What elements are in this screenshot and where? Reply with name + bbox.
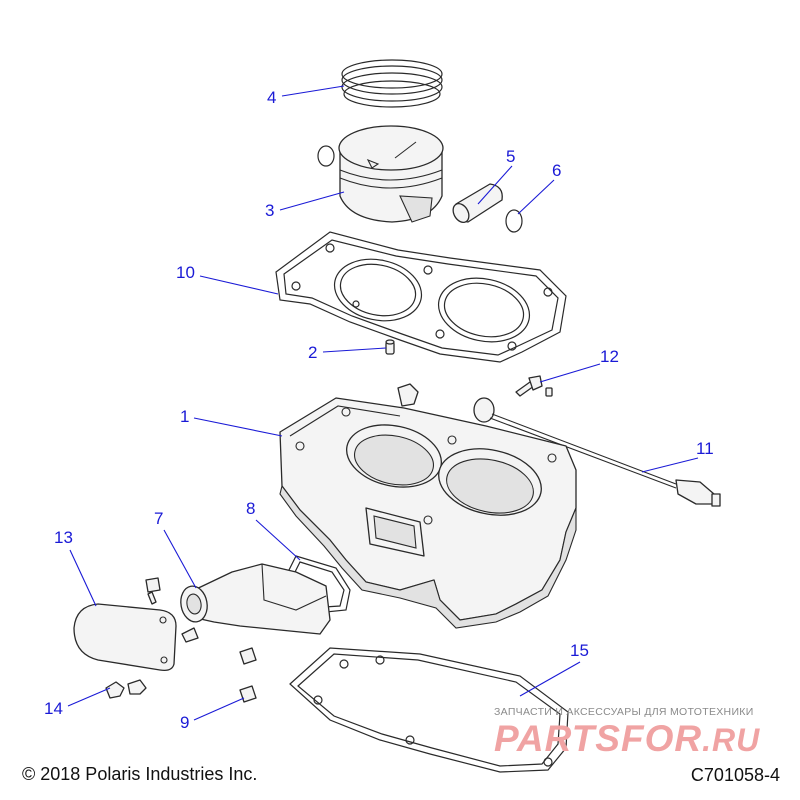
pin-circlip <box>505 209 523 233</box>
callout-2: 2 <box>308 343 387 362</box>
callout-3: 3 <box>265 191 345 220</box>
svg-text:7: 7 <box>154 509 163 528</box>
coolant-housing <box>180 563 331 635</box>
callout-7: 7 <box>154 509 197 589</box>
shield-bolts <box>105 679 147 699</box>
svg-text:10: 10 <box>176 263 195 282</box>
svg-text:8: 8 <box>246 499 255 518</box>
svg-text:4: 4 <box>267 88 276 107</box>
watermark-brand: PARTSFOR <box>494 718 703 759</box>
callout-1: 1 <box>180 407 283 437</box>
callout-11: 11 <box>641 439 714 473</box>
callout-5: 5 <box>477 147 515 205</box>
diagram-part-number: C701058-4 <box>690 765 780 785</box>
svg-text:5: 5 <box>506 147 515 166</box>
piston-circlip-left <box>317 145 335 167</box>
base-gasket <box>289 647 569 773</box>
svg-text:13: 13 <box>54 528 73 547</box>
piston-rings <box>341 59 443 108</box>
svg-text:11: 11 <box>696 439 714 458</box>
callout-10: 10 <box>176 263 279 295</box>
svg-text:6: 6 <box>552 161 561 180</box>
callout-9: 9 <box>180 697 245 732</box>
svg-text:3: 3 <box>265 201 274 220</box>
svg-text:2: 2 <box>308 343 317 362</box>
svg-text:15: 15 <box>570 641 589 660</box>
heat-shield <box>73 603 177 672</box>
callout-6: 6 <box>517 161 561 215</box>
temp-sensor <box>473 397 721 507</box>
svg-text:12: 12 <box>600 347 619 366</box>
watermark-suffix: .RU <box>702 722 761 758</box>
sensor-bolt <box>515 375 553 397</box>
svg-text:9: 9 <box>180 713 189 732</box>
watermark-logo: PARTSFOR.RU <box>494 718 760 760</box>
svg-text:1: 1 <box>180 407 189 426</box>
copyright-notice: © 2018 Polaris Industries Inc. <box>22 764 258 784</box>
dowel-pin <box>385 339 395 355</box>
watermark-tagline: ЗАПЧАСТИ И АКСЕССУАРЫ ДЛЯ МОТОТЕХНИКИ <box>494 706 754 718</box>
piston <box>338 125 444 223</box>
piston-pin <box>452 183 503 223</box>
callout-4: 4 <box>267 85 345 107</box>
callout-13: 13 <box>54 528 97 607</box>
callout-15: 15 <box>519 641 589 697</box>
callout-12: 12 <box>539 347 619 383</box>
cylinder-block <box>279 383 577 629</box>
head-gasket <box>275 231 567 363</box>
callout-8: 8 <box>246 499 301 561</box>
callout-14: 14 <box>44 687 111 718</box>
svg-text:14: 14 <box>44 699 63 718</box>
